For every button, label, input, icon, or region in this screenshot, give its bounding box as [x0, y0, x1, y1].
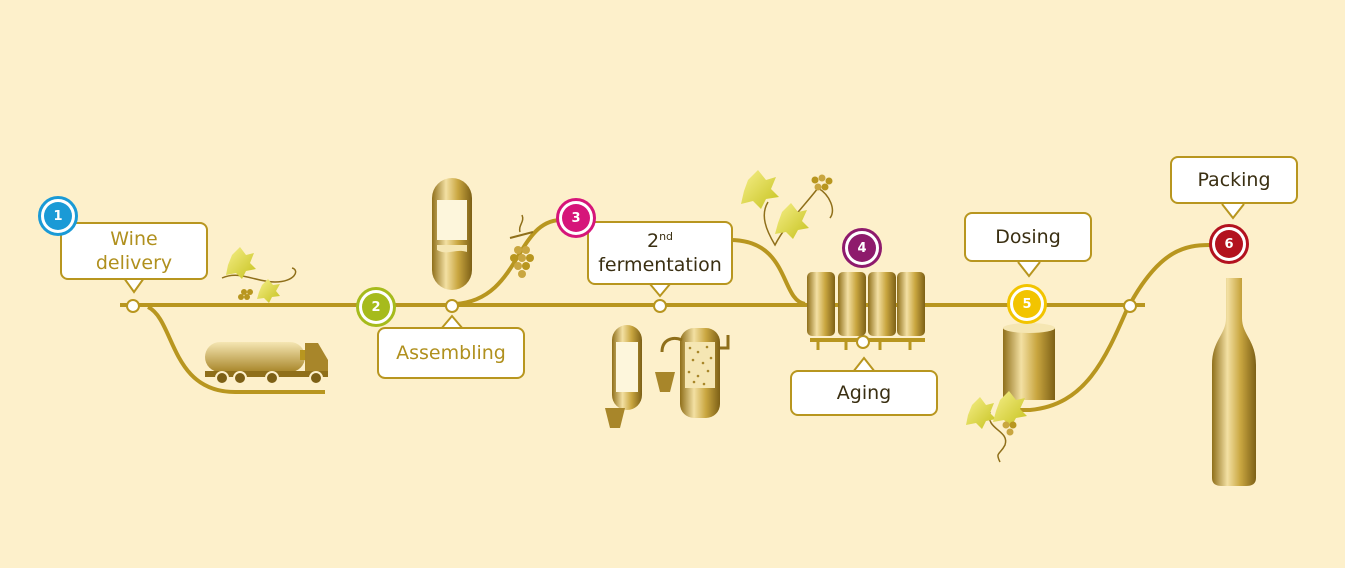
junction-node — [126, 299, 140, 313]
tank-icon — [432, 178, 472, 290]
grape-vine-icon — [221, 247, 297, 303]
step-badge-1: 1 — [38, 196, 78, 236]
callout-text-line1: Wine — [110, 228, 158, 250]
bottle-icon — [1212, 278, 1256, 486]
callout-wine-delivery: Wine delivery — [60, 222, 208, 280]
callout-aging: Aging — [790, 370, 938, 416]
step-badge-5: 5 — [1007, 284, 1047, 324]
callout-text-line2: delivery — [95, 252, 173, 274]
callout-text: Dosing — [995, 226, 1061, 248]
aging-tanks-icon — [807, 272, 925, 350]
step-badge-2: 2 — [356, 287, 396, 327]
step-badge-6: 6 — [1209, 224, 1249, 264]
callout-text-line2: fermentation — [598, 254, 722, 276]
junction-node — [1123, 299, 1137, 313]
grape-cluster-icon — [509, 214, 534, 278]
callout-second-fermentation: 2nd fermentation — [587, 221, 733, 285]
callout-dosing: Dosing — [964, 212, 1092, 262]
callout-packing: Packing — [1170, 156, 1298, 204]
step-number: 5 — [1013, 290, 1041, 318]
fermenter-icon — [605, 325, 730, 428]
fermentation-branch-out — [729, 238, 806, 306]
step-badge-4: 4 — [842, 228, 882, 268]
step-number: 4 — [848, 234, 876, 262]
callout-text: Packing — [1197, 169, 1271, 191]
step-number: 2 — [362, 293, 390, 321]
grape-vine-icon — [741, 170, 834, 247]
callout-assembling: Assembling — [377, 327, 525, 379]
step-number: 6 — [1215, 230, 1243, 258]
dosing-branch — [1005, 306, 1130, 412]
tanker-truck-icon — [205, 342, 328, 385]
junction-node — [445, 299, 459, 313]
junction-node — [653, 299, 667, 313]
step-badge-3: 3 — [556, 198, 596, 238]
step-number: 1 — [44, 202, 72, 230]
step-number: 3 — [562, 204, 590, 232]
callout-text: Aging — [836, 382, 892, 404]
dosing-tank-icon — [966, 323, 1055, 463]
truck-branch — [146, 305, 325, 394]
callout-text: Assembling — [396, 342, 506, 364]
callout-text-line1: 2nd — [646, 230, 674, 252]
junction-node — [856, 335, 870, 349]
packing-branch — [1128, 243, 1211, 305]
